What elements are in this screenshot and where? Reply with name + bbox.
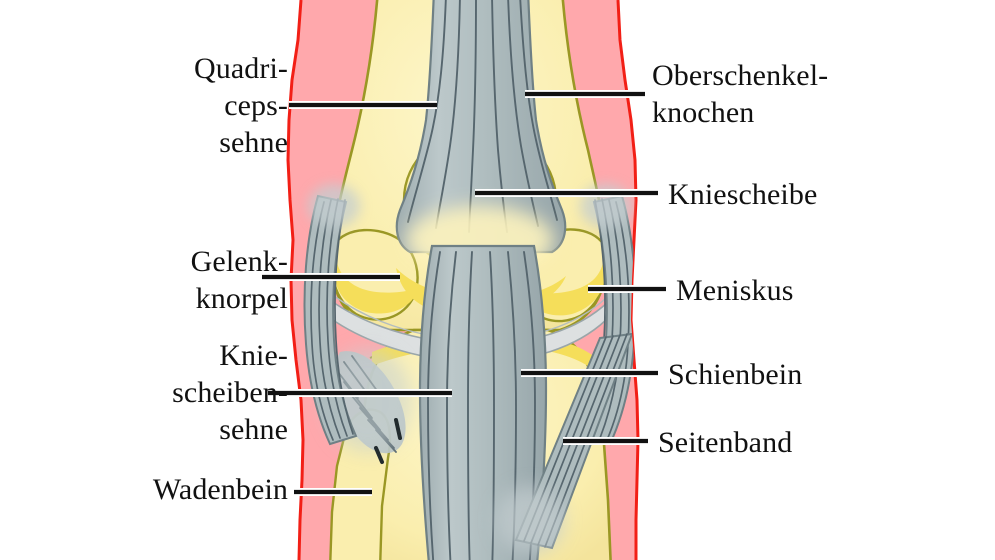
label-collateral-ligament: Seitenband — [658, 426, 793, 459]
label-fibula: Wadenbein — [152, 473, 288, 506]
leader-strokes — [262, 91, 666, 495]
quadriceps-shape — [395, 0, 567, 254]
label-patellar-tendon: Knie- scheiben- sehne — [172, 339, 288, 446]
lcl-lower-blend — [496, 486, 564, 554]
fibula-head-marks — [374, 418, 402, 464]
leader-lines — [262, 90, 666, 496]
mcl-top-blend — [308, 184, 360, 228]
mcl-fibers — [310, 198, 354, 441]
medial-collateral-ligament — [303, 184, 360, 446]
label-tibia: Schienbein — [668, 358, 803, 391]
cartilage-medial — [334, 258, 418, 314]
label-patella: Kniescheibe — [668, 178, 818, 211]
mcl-shape — [303, 194, 358, 446]
label-articular-cartilage: Gelenk- knorpel — [190, 245, 288, 315]
label-meniscus: Meniskus — [676, 274, 794, 307]
label-femur: Oberschenkel- knochen — [652, 59, 829, 129]
label-quadriceps-tendon: Quadri- ceps- sehne — [194, 52, 288, 159]
